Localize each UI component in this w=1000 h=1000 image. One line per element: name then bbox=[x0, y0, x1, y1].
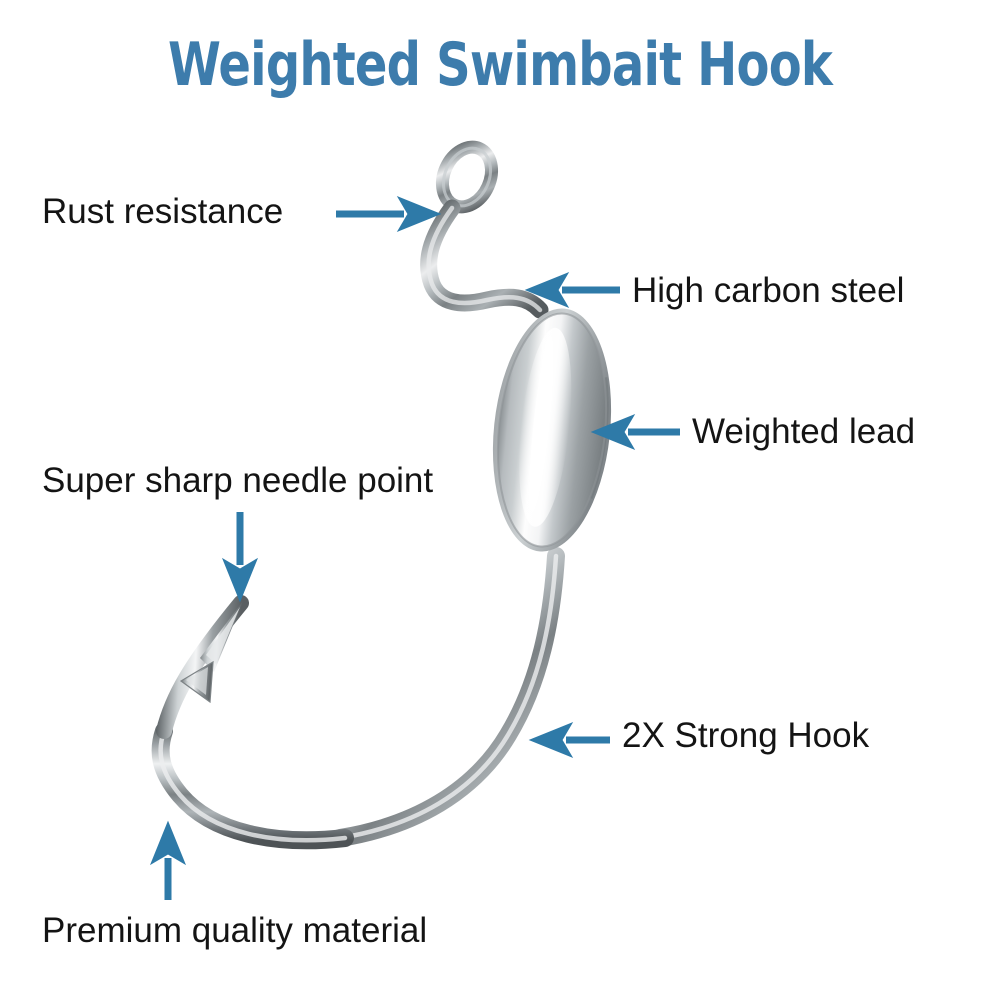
page-title: Weighted Swimbait Hook bbox=[167, 30, 833, 100]
hook-eye bbox=[435, 140, 499, 214]
lead-weight bbox=[492, 308, 612, 552]
callout-label-weighted-lead: Weighted lead bbox=[692, 412, 916, 451]
arrow-super-sharp-needle-point bbox=[221, 512, 259, 603]
hook-point-tip-highlight bbox=[206, 607, 240, 664]
hook-wire-group bbox=[151, 140, 565, 850]
hook-bend bbox=[151, 722, 354, 850]
callout-label-high-carbon-steel: High carbon steel bbox=[632, 271, 905, 310]
arrow-2x-strong-hook bbox=[528, 721, 610, 759]
arrow-weighted-lead bbox=[590, 413, 680, 451]
keeper-bend-highlight bbox=[426, 205, 543, 313]
callout-label-super-sharp-needle-point: Super sharp needle point bbox=[42, 461, 434, 500]
arrow-rust-resistance bbox=[336, 195, 442, 233]
hook-barb-highlight bbox=[186, 667, 208, 695]
callout-arrows bbox=[149, 195, 680, 900]
keeper-bend bbox=[420, 199, 549, 319]
callout-label-premium-quality-material: Premium quality material bbox=[42, 911, 428, 950]
callout-label-rust-resistance: Rust resistance bbox=[42, 192, 284, 231]
arrow-high-carbon-steel bbox=[524, 271, 620, 309]
hook-bend-highlight bbox=[158, 728, 348, 843]
callout-label-2x-strong-hook: 2X Strong Hook bbox=[622, 716, 870, 755]
arrow-premium-quality-material bbox=[149, 820, 187, 900]
lead-weight-core-highlight bbox=[529, 336, 554, 512]
hook-shank-highlight bbox=[337, 553, 559, 841]
